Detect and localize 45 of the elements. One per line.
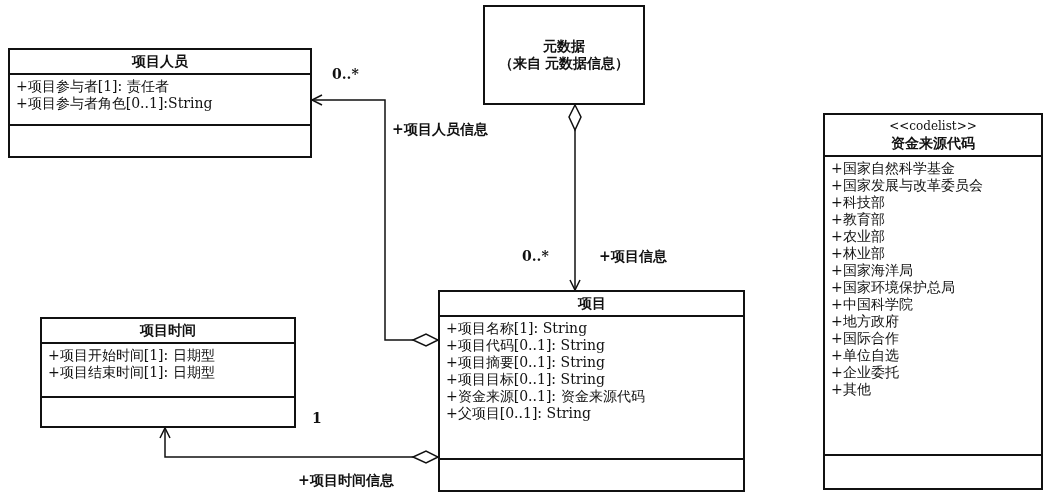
- attribute-text: +地方政府: [831, 313, 900, 330]
- uml-class-box: [823, 113, 1043, 490]
- role-label: +项目时间信息: [296, 472, 396, 490]
- attribute-text: +国家海洋局: [831, 262, 914, 279]
- role-label: +项目人员信息: [390, 121, 490, 139]
- attribute-text: +单位自选: [831, 347, 900, 364]
- attribute-text: +林业部: [831, 245, 886, 262]
- attribute-text: +项目名称[1]: String: [446, 320, 589, 337]
- attribute-text: +项目结束时间[1]: 日期型: [48, 364, 216, 381]
- uml-class-box: [40, 317, 296, 428]
- attribute-text: +国家自然科学基金: [831, 160, 956, 177]
- class-box: [483, 5, 645, 105]
- attribute-text: +父项目[0..1]: String: [446, 405, 592, 422]
- attribute-text: +国际合作: [831, 330, 900, 347]
- attribute-text: +中国科学院: [831, 296, 914, 313]
- class-name: 元数据: [543, 38, 585, 55]
- attribute-text: +项目代码[0..1]: String: [446, 337, 606, 354]
- class-name: 资金来源代码: [890, 135, 976, 152]
- attribute-text: +其他: [831, 381, 872, 398]
- aggregation-arrow: [159, 427, 439, 464]
- role-label: +项目信息: [597, 248, 669, 266]
- multiplicity-label: 1: [310, 410, 324, 426]
- attribute-text: +国家发展与改革委员会: [831, 177, 984, 194]
- attribute-text: +企业委托: [831, 364, 900, 381]
- aggregation-arrow: [568, 104, 582, 291]
- multiplicity-label: 0..*: [330, 66, 361, 82]
- attribute-text: +项目摘要[0..1]: String: [446, 354, 606, 371]
- attribute-text: +项目目标[0..1]: String: [446, 371, 606, 388]
- uml-class-box: [438, 290, 745, 492]
- attribute-text: +项目参与者角色[0..1]:String: [16, 95, 214, 112]
- attribute-text: +项目参与者[1]: 责任者: [16, 78, 170, 95]
- attribute-text: +资金来源[0..1]: 资金来源代码: [446, 388, 646, 405]
- stereotype: <<codelist>>: [888, 118, 978, 135]
- class-name: （来自 元数据信息）: [498, 55, 630, 72]
- class-name: 项目时间: [138, 322, 197, 339]
- uml-class-box: [8, 48, 312, 158]
- attribute-text: +教育部: [831, 211, 886, 228]
- attribute-text: +科技部: [831, 194, 886, 211]
- class-name: 项目人员: [130, 53, 189, 70]
- class-name: 项目: [576, 295, 607, 312]
- aggregation-arrow: [311, 94, 439, 347]
- attribute-text: +农业部: [831, 228, 886, 245]
- multiplicity-label: 0..*: [520, 248, 551, 264]
- attribute-text: +项目开始时间[1]: 日期型: [48, 347, 216, 364]
- attribute-text: +国家环境保护总局: [831, 279, 956, 296]
